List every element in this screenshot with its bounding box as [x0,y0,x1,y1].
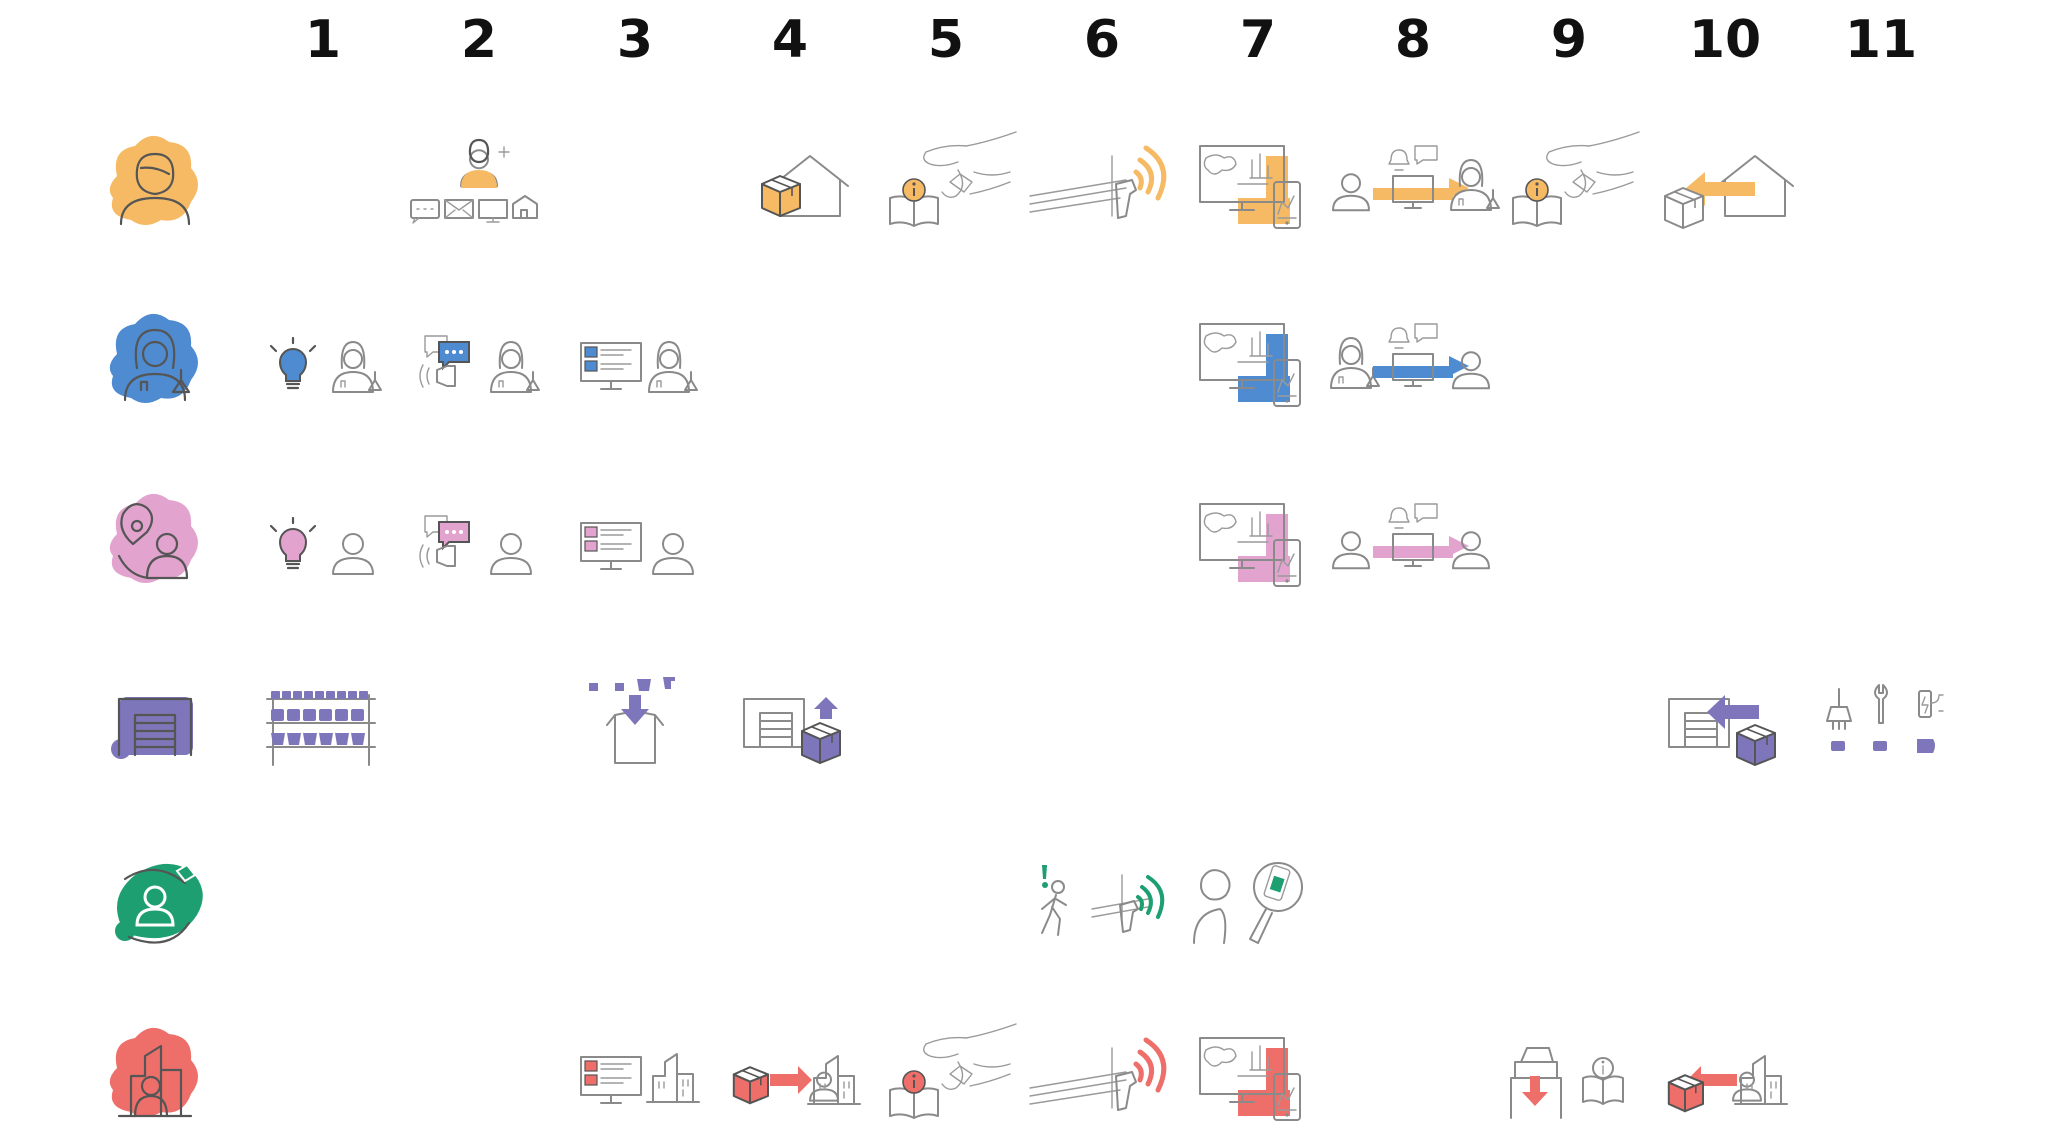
column-number-3: 3 [616,10,654,70]
column-number-2: 2 [460,10,498,70]
package-return-home-icon [1664,155,1794,229]
rfid-scanner-icon [1029,145,1167,219]
data-dashboard-icon [1199,503,1301,587]
column-number-7: 7 [1239,10,1277,70]
monitor-person-icon [580,522,694,575]
walker-alert-scanner-icon [1041,865,1165,936]
courier-avatar-icon [115,863,203,944]
rfid-scanner-icon [1029,1037,1167,1111]
column-number-5: 5 [927,10,965,70]
column-number-11: 11 [1844,10,1918,70]
person-to-user-exchange-icon [1332,503,1490,570]
column-number-4: 4 [771,10,809,70]
chat-scientist-icon [419,335,540,393]
column-number-9: 9 [1550,10,1588,70]
scientist-to-user-exchange-icon [1330,323,1490,390]
packing-box-icon [589,677,675,764]
inventory-shelves-icon [266,691,376,766]
info-manual-hand-icon [1512,131,1640,227]
retailer-avatar-icon [109,1027,198,1118]
customer-avatar-icon [109,135,198,226]
field-agent-avatar-icon [109,493,198,583]
data-dashboard-icon [1199,323,1301,407]
data-dashboard-icon [1199,145,1301,229]
package-to-building-icon [732,1055,861,1105]
package-home-delivery-icon [761,155,849,217]
contact-channels-icon [410,138,538,224]
package-return-building-icon [1667,1055,1788,1113]
warehouse-return-icon [1668,695,1776,766]
chat-person-icon [419,515,532,575]
column-number-10: 10 [1688,10,1762,70]
idea-scientist-icon [269,336,382,393]
monitor-scientist-icon [580,341,698,393]
scientist-avatar-icon [109,313,198,403]
info-manual-hand-icon [889,1023,1017,1119]
warehouse-avatar-icon [111,697,193,759]
data-dashboard-icon [1199,1037,1301,1121]
column-number-1: 1 [304,10,342,70]
user-to-scientist-exchange-icon [1332,145,1500,212]
info-manual-hand-icon [889,131,1017,227]
column-number-6: 6 [1083,10,1121,70]
column-number-8: 8 [1394,10,1432,70]
printer-manual-icon [1510,1047,1624,1119]
maintenance-tools-icon [1826,684,1944,753]
warehouse-dispatch-icon [743,697,841,764]
monitor-building-icon [580,1053,700,1104]
person-magnifier-icon [1193,862,1303,944]
idea-person-icon [269,516,374,575]
